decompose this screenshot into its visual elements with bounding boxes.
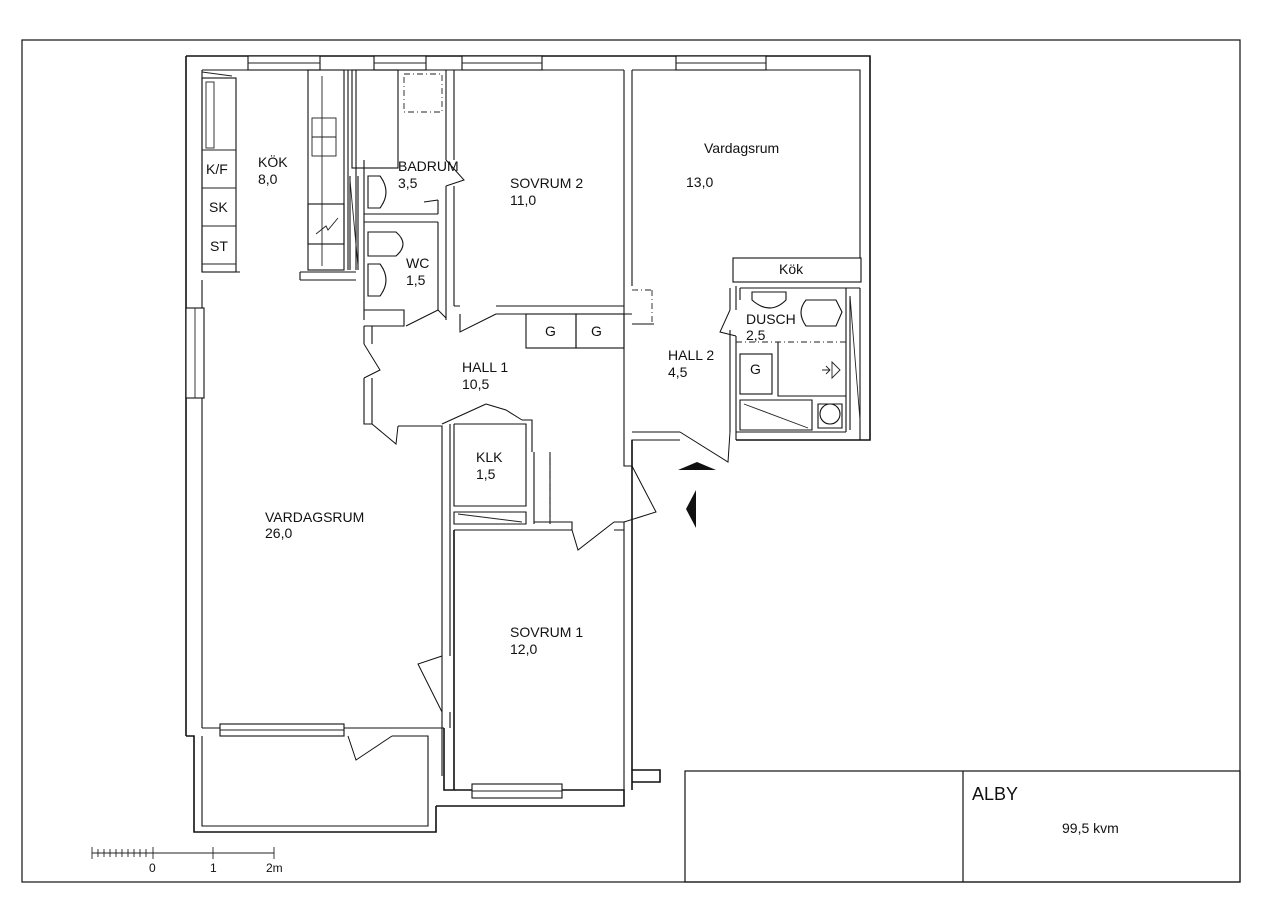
windows [185,55,767,799]
room-klk-name: KLK [476,449,503,465]
scale-label-0: 0 [149,861,156,875]
room-wc-area: 1,5 [406,272,426,288]
room-vardagsrum-small-area: 13,0 [686,174,713,190]
scale-bar: 0 1 2m [91,847,283,875]
title-block-name: ALBY [972,784,1018,804]
fixture-g-1: G [545,323,556,339]
room-badrum-name: BADRUM [398,158,459,174]
room-labels: KÖK 8,0 BADRUM 3,5 WC 1,5 SOVRUM 2 11,0 … [258,140,804,657]
room-hall2-area: 4,5 [668,364,688,380]
room-sovrum1-area: 12,0 [510,641,537,657]
room-sovrum2-name: SOVRUM 2 [510,175,583,191]
room-dusch-name: DUSCH [746,311,796,327]
fixture-kf: K/F [206,161,228,177]
room-kok-name: KÖK [258,153,288,170]
scale-label-1: 1 [210,861,217,875]
bathroom-fixtures [349,69,443,297]
fixture-g-3: G [750,361,761,377]
room-vardagsrum-name: VARDAGSRUM [265,509,364,525]
room-sovrum2-area: 11,0 [510,192,536,208]
fixture-st: ST [210,238,228,254]
room-wc-name: WC [406,255,429,271]
doors [347,159,737,761]
room-badrum-area: 3,5 [398,175,418,191]
scale-label-2: 2m [266,861,283,875]
title-block: ALBY 99,5 kvm [684,770,1241,883]
room-sovrum1-name: SOVRUM 1 [510,624,583,640]
room-dusch-area: 2,5 [746,327,766,343]
kitchen-fixtures: K/F SK ST [201,69,345,273]
drawing-frame [21,39,1241,883]
title-block-area: 99,5 kvm [1062,820,1119,836]
entry-arrows [678,462,716,528]
room-hall1-area: 10,5 [462,376,489,392]
fixture-sk: SK [209,199,228,215]
room-hall1-name: HALL 1 [462,359,508,375]
room-hall2-name: HALL 2 [668,347,714,363]
room-klk-area: 1,5 [476,466,496,482]
g-boxes: G G G [525,313,761,377]
outer-walls [185,55,871,833]
fixture-g-2: G [591,323,602,339]
room-vardagsrum-small-name: Vardagsrum [704,140,779,156]
room-vardagsrum-area: 26,0 [265,525,292,541]
room-kok-small-name: Kök [779,261,804,277]
room-kok-area: 8,0 [258,171,278,187]
dusch-fixtures [751,291,843,429]
